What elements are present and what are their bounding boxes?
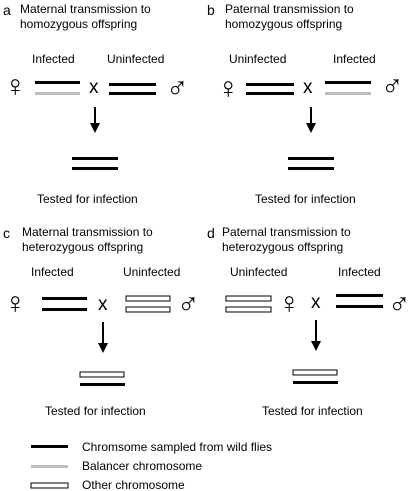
wild-chromosome: [109, 83, 156, 86]
other-chromosome: [225, 295, 272, 302]
female-symbol-icon: ♀: [217, 72, 240, 105]
male-symbol-icon: ♂: [177, 288, 200, 321]
wild-chromosome: [325, 81, 371, 84]
wild-chromosome: [35, 81, 80, 84]
panel-c-title-line1: Maternal transmission to: [22, 225, 153, 239]
female-symbol-icon: ♀: [4, 70, 27, 103]
wild-chromosome: [336, 294, 383, 297]
panel-b-female-label: Uninfected: [229, 52, 286, 66]
cross-symbol: x: [311, 292, 321, 313]
wild-chromosome: [246, 83, 294, 86]
panel-b-letter: b: [207, 2, 215, 18]
balancer-chromosome: [35, 92, 80, 95]
legend-other-label: Other chromosome: [82, 478, 185, 491]
legend: Chromsome sampled from wild flies Balanc…: [30, 440, 272, 491]
male-symbol-icon: ♂: [166, 72, 189, 105]
wild-chromosome: [80, 383, 125, 386]
female-symbol-icon: ♀: [278, 287, 301, 320]
panel-d-title-line2: heterozygous offspring: [222, 240, 343, 254]
panel-a-male-label: Uninfected: [107, 52, 164, 66]
balancer-chromosome: [325, 92, 371, 95]
legend-balancer-label: Balancer chromosome: [82, 459, 202, 473]
arrow-down-icon: [90, 123, 100, 133]
other-chromosome: [125, 295, 171, 302]
panel-b: b Paternal transmission to homozygous of…: [207, 2, 404, 206]
panel-d-female-label: Uninfected: [230, 265, 287, 279]
wild-chromosome: [109, 92, 156, 95]
legend-wild-label: Chromsome sampled from wild flies: [82, 440, 272, 454]
panel-c-female-label: Infected: [31, 265, 74, 279]
wild-chromosome: [42, 297, 87, 300]
panel-a: a Maternal transmission to homozygous of…: [3, 2, 189, 206]
panel-a-female-label: Infected: [32, 52, 75, 66]
wild-chromosome: [288, 157, 334, 160]
panel-d-title-line1: Paternal transmission to: [222, 225, 351, 239]
cross-symbol: x: [303, 77, 313, 98]
cross-symbol: x: [98, 294, 108, 315]
panel-b-title-line1: Paternal transmission to: [225, 2, 354, 16]
arrow-down-icon: [306, 123, 316, 133]
other-chromosome: [292, 369, 338, 376]
male-symbol-icon: ♂: [381, 70, 404, 103]
legend-other-swatch: [30, 482, 69, 489]
other-chromosome: [225, 306, 272, 313]
other-chromosome: [125, 306, 171, 313]
panel-d-letter: d: [207, 225, 215, 241]
female-symbol-icon: ♀: [4, 287, 27, 320]
panel-c-title-line2: heterozygous offspring: [22, 240, 143, 254]
wild-chromosome: [42, 308, 87, 311]
panel-a-letter: a: [3, 2, 11, 18]
panel-b-offspring-label: Tested for infection: [255, 192, 356, 206]
other-chromosome: [79, 371, 125, 378]
wild-chromosome: [336, 305, 383, 308]
male-symbol-icon: ♂: [388, 288, 411, 321]
panel-a-offspring-label: Tested for infection: [37, 192, 138, 206]
panel-b-male-label: Infected: [333, 52, 376, 66]
wild-chromosome: [72, 157, 118, 160]
arrow-down-icon: [98, 343, 108, 353]
panel-d-male-label: Infected: [338, 265, 381, 279]
panel-a-title-line2: homozygous offspring: [20, 17, 137, 31]
legend-balancer-swatch: [31, 465, 68, 468]
wild-chromosome: [293, 381, 338, 384]
wild-chromosome: [288, 167, 334, 170]
wild-chromosome: [72, 167, 118, 170]
panel-c: c Maternal transmission to heterozygous …: [3, 225, 200, 418]
panel-a-title-line1: Maternal transmission to: [20, 2, 151, 16]
panel-d-offspring-label: Tested for infection: [262, 404, 363, 418]
wild-chromosome: [246, 92, 294, 95]
panel-d: d Paternal transmission to heterozygous …: [207, 225, 411, 418]
legend-wild-swatch: [31, 445, 68, 448]
arrow-down-icon: [311, 341, 321, 351]
cross-symbol: x: [89, 77, 99, 98]
panel-b-title-line2: homozygous offspring: [225, 17, 342, 31]
panel-c-letter: c: [3, 225, 10, 241]
panel-c-male-label: Uninfected: [123, 265, 180, 279]
panel-c-offspring-label: Tested for infection: [45, 404, 146, 418]
